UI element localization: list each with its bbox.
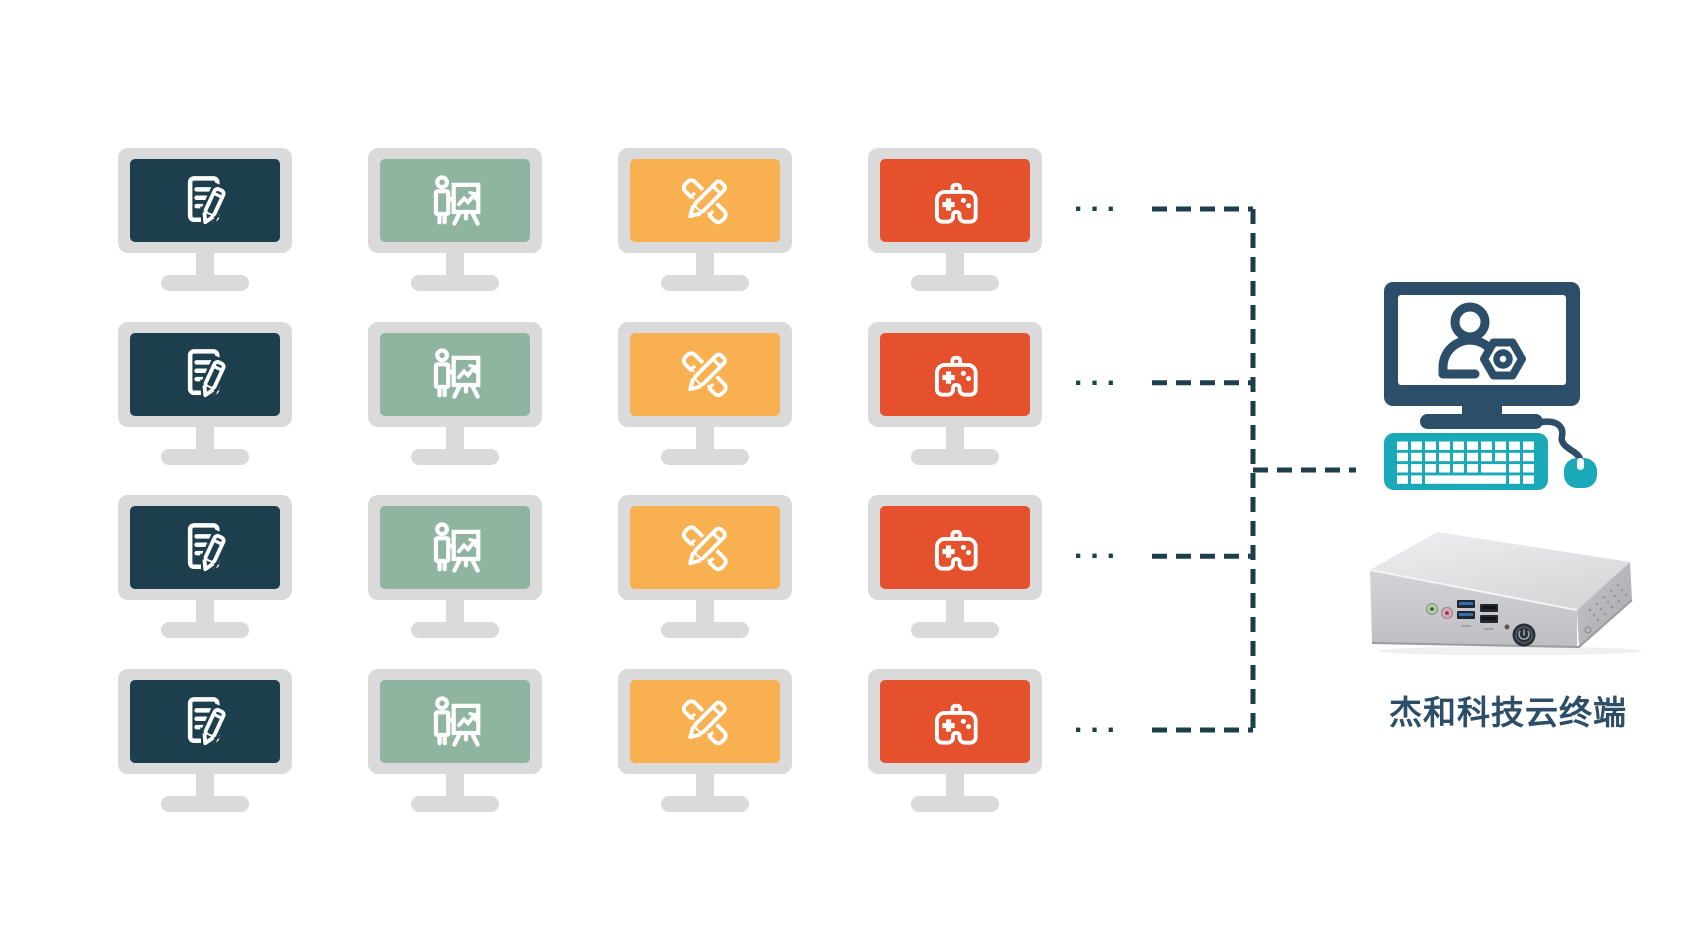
monitor-screen: [630, 680, 780, 763]
monitor-base: [161, 796, 249, 812]
monitor-screen: [630, 506, 780, 590]
monitor-base: [161, 275, 249, 291]
mouse-cable: [1538, 418, 1584, 464]
monitor-screen: [630, 332, 780, 416]
monitor-stand: [946, 772, 964, 800]
monitor-base: [661, 275, 749, 291]
monitor-stand: [196, 251, 214, 279]
row-ellipsis: ...: [1074, 358, 1124, 392]
monitor-base: [411, 796, 499, 812]
admin-workstation: [1384, 282, 1597, 490]
gamepad-icon: [924, 691, 986, 753]
monitor-base: [661, 796, 749, 812]
monitor-base: [661, 622, 749, 639]
monitor-stand: [446, 424, 464, 453]
row-ellipsis: ...: [1074, 532, 1124, 566]
monitor-stand: [946, 598, 964, 627]
cloud-terminal-device: [1369, 532, 1642, 655]
monitor-user-gear-icon: [1384, 282, 1580, 429]
client-monitor: [618, 148, 792, 293]
monitor-stand: [196, 424, 214, 453]
presentation-chart-icon: [424, 170, 486, 232]
monitor-screen: [130, 332, 280, 416]
presentation-chart-icon: [424, 691, 486, 753]
monitor-stand: [196, 598, 214, 627]
gamepad-icon: [924, 170, 986, 232]
client-monitor: [868, 321, 1042, 467]
client-monitor: [618, 495, 792, 640]
client-monitor: [368, 495, 542, 640]
document-edit-icon: [174, 517, 236, 579]
monitor-base: [661, 448, 749, 465]
monitor-screen: [880, 332, 1030, 416]
monitor-base: [161, 622, 249, 639]
client-monitor: [118, 321, 292, 467]
monitor-stand: [196, 772, 214, 800]
ruler-pencil-icon: [674, 170, 736, 232]
monitor-stand: [446, 598, 464, 627]
monitor-screen: [880, 680, 1030, 763]
ruler-pencil-icon: [674, 691, 736, 753]
monitor-screen: [880, 506, 1030, 590]
device-label: 杰和科技云终端: [1389, 694, 1627, 731]
ruler-pencil-icon: [674, 343, 736, 405]
client-monitor: [868, 669, 1042, 814]
monitor-screen: [130, 680, 280, 763]
monitor-base: [411, 275, 499, 291]
monitor-base: [411, 448, 499, 465]
monitor-screen: [630, 159, 780, 242]
monitor-stand: [446, 251, 464, 279]
keyboard-icon: [1384, 433, 1548, 490]
monitor-base: [411, 622, 499, 639]
client-monitor: [618, 321, 792, 467]
presentation-chart-icon: [424, 517, 486, 579]
client-monitor: [618, 669, 792, 814]
ruler-pencil-icon: [674, 517, 736, 579]
row-ellipsis: ...: [1074, 706, 1124, 739]
monitor-stand: [446, 772, 464, 800]
presentation-chart-icon: [424, 343, 486, 405]
monitor-base: [911, 448, 999, 465]
gamepad-icon: [924, 517, 986, 579]
client-monitor: [118, 495, 292, 640]
monitor-stand: [696, 598, 714, 627]
client-monitor: [868, 495, 1042, 640]
monitor-stand: [946, 251, 964, 279]
monitor-base: [161, 448, 249, 465]
monitor-stand: [696, 424, 714, 453]
client-monitor: [368, 669, 542, 814]
client-monitor: [868, 148, 1042, 293]
monitor-base: [911, 622, 999, 639]
monitor-screen: [380, 332, 530, 416]
document-edit-icon: [174, 343, 236, 405]
monitor-screen: [880, 159, 1030, 242]
monitor-screen: [380, 159, 530, 242]
monitor-stand: [696, 251, 714, 279]
mouse-icon: [1564, 458, 1597, 488]
document-edit-icon: [174, 691, 236, 753]
monitor-screen: [380, 680, 530, 763]
monitor-base: [911, 796, 999, 812]
document-edit-icon: [174, 170, 236, 232]
client-monitor: [118, 669, 292, 814]
monitor-stand: [696, 772, 714, 800]
client-monitor: [368, 148, 542, 293]
monitor-screen: [130, 159, 280, 242]
monitor-screen: [380, 506, 530, 590]
client-monitor: [368, 321, 542, 467]
gamepad-icon: [924, 343, 986, 405]
client-monitor: [118, 148, 292, 293]
monitor-base: [911, 275, 999, 291]
monitor-stand: [946, 424, 964, 453]
row-ellipsis: ...: [1074, 185, 1124, 218]
monitor-screen: [130, 506, 280, 590]
